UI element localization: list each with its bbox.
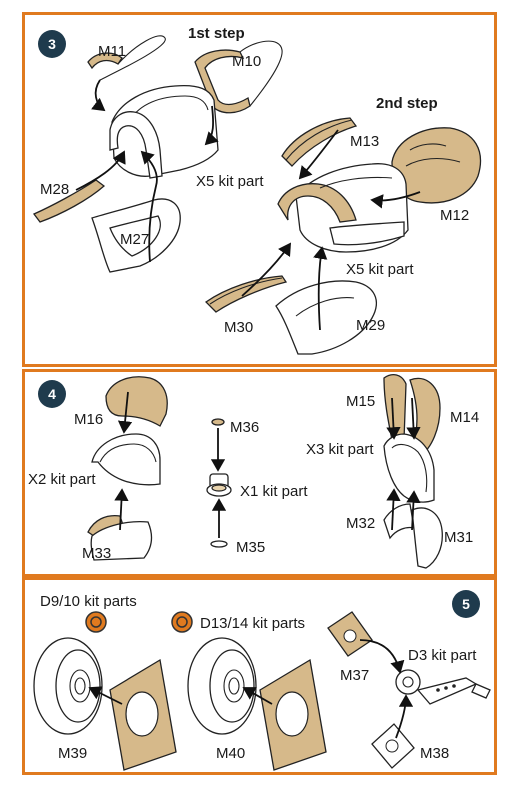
step-5-badge: 5 [452, 590, 480, 618]
step-3-panel [22, 12, 497, 367]
step-4-left-assembly [87, 376, 168, 561]
label-m11: M11 [98, 43, 126, 60]
kit-part-marker-icon [171, 611, 193, 633]
step-3-first-assembly [32, 35, 283, 273]
step-3-second-assembly [204, 117, 482, 355]
label-m13: M13 [350, 133, 379, 150]
label-x5-kit-part-2: X5 kit part [346, 261, 414, 278]
step-4-panel [22, 369, 497, 577]
label-m33: M33 [82, 545, 111, 562]
first-step-label: 1st step [188, 25, 245, 42]
part-m37 [327, 611, 373, 657]
label-x5-kit-part-1: X5 kit part [196, 173, 264, 190]
step-3-badge: 3 [38, 30, 66, 58]
label-m40: M40 [216, 745, 245, 762]
label-m36: M36 [230, 419, 259, 436]
step-4-badge: 4 [38, 380, 66, 408]
label-m27: M27 [120, 231, 149, 248]
label-m35: M35 [236, 539, 265, 556]
wheel-right [187, 637, 327, 771]
step-5-number: 5 [462, 596, 470, 612]
label-m14: M14 [450, 409, 479, 426]
wheel-left [33, 637, 177, 771]
label-x1-kit-part: X1 kit part [240, 483, 308, 500]
label-d3-kit-part: D3 kit part [408, 647, 477, 664]
label-d13-14-kit-parts: D13/14 kit parts [200, 615, 305, 632]
kit-part-marker-icon [85, 611, 107, 633]
step-5-panel [22, 577, 497, 775]
label-m12: M12 [440, 207, 469, 224]
label-m10: M10 [232, 53, 261, 70]
label-m16: M16 [74, 411, 103, 428]
label-m39: M39 [58, 745, 87, 762]
part-m38 [371, 723, 415, 769]
label-m29: M29 [356, 317, 385, 334]
step-4-center-assembly [206, 418, 232, 548]
second-step-label: 2nd step [376, 95, 438, 112]
part-d3 [395, 669, 491, 705]
label-m30: M30 [224, 319, 253, 336]
label-x3-kit-part: X3 kit part [306, 441, 374, 458]
label-m31: M31 [444, 529, 473, 546]
step-4-right-assembly [383, 373, 443, 569]
label-m38: M38 [420, 745, 449, 762]
label-m15: M15 [346, 393, 375, 410]
step-3-number: 3 [48, 36, 56, 52]
label-m28: M28 [40, 181, 69, 198]
label-m32: M32 [346, 515, 375, 532]
step-4-number: 4 [48, 386, 56, 402]
label-d9-10-kit-parts: D9/10 kit parts [40, 593, 137, 610]
label-x2-kit-part: X2 kit part [28, 471, 96, 488]
label-m37: M37 [340, 667, 369, 684]
